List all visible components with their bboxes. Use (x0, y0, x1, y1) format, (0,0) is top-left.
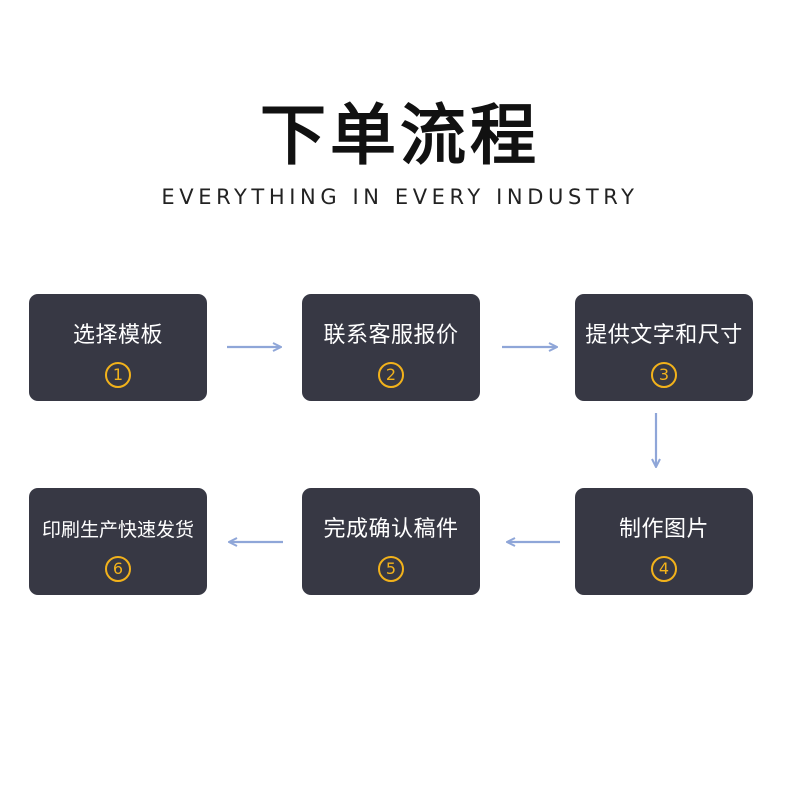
step-6-number: 6 (105, 556, 131, 582)
step-2-label: 联系客服报价 (323, 323, 459, 348)
step-3-number: 3 (651, 362, 677, 388)
page-title: 下单流程 (260, 97, 540, 174)
step-1-label: 选择模板 (72, 323, 163, 348)
step-1-box: 选择模板 1 (29, 294, 207, 401)
step-6-label: 印刷生产快速发货 (41, 519, 194, 541)
step-1-number: 1 (105, 362, 131, 388)
step-4-box: 制作图片 4 (575, 488, 753, 595)
step-4-number: 4 (651, 556, 677, 582)
page-subtitle: EVERYTHING IN EVERY INDUSTRY (161, 185, 639, 209)
step-5-number: 5 (378, 556, 404, 582)
step-6-box: 印刷生产快速发货 6 (29, 488, 207, 595)
step-3-box: 提供文字和尺寸 3 (575, 294, 753, 401)
step-5-label: 完成确认稿件 (323, 517, 459, 542)
step-2-box: 联系客服报价 2 (302, 294, 480, 401)
step-5-box: 完成确认稿件 5 (302, 488, 480, 595)
step-3-label: 提供文字和尺寸 (585, 323, 743, 348)
step-4-label: 制作图片 (618, 517, 709, 542)
step-2-number: 2 (378, 362, 404, 388)
